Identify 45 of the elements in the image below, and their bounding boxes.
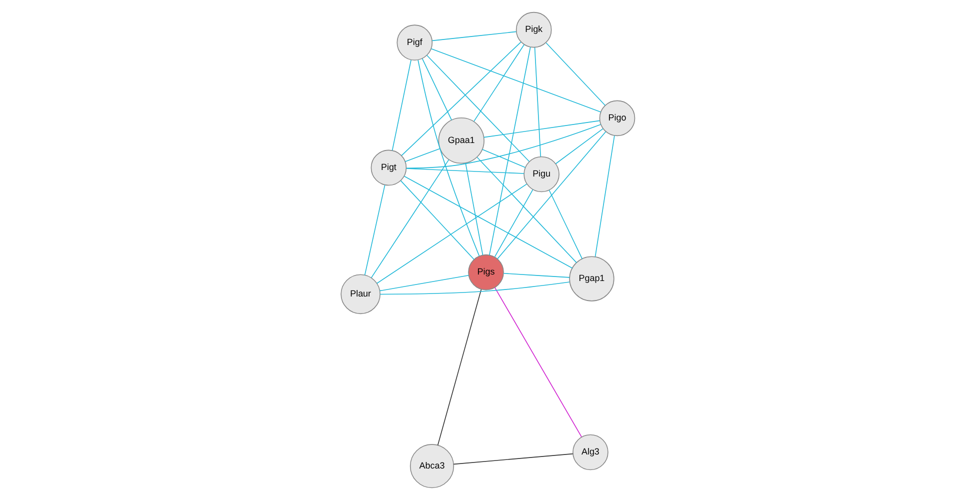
node-circle: Pigo — [598, 100, 635, 136]
connector — [464, 162, 483, 255]
connector — [431, 30, 516, 41]
node-circle: Abca3 — [409, 444, 454, 488]
connector — [376, 183, 527, 284]
node-circle: Pigk — [515, 11, 552, 48]
connector — [502, 272, 570, 278]
connector — [488, 46, 530, 255]
node-circle: Gpaa1 — [438, 116, 484, 164]
connector — [421, 58, 452, 120]
connector — [391, 59, 411, 150]
connector — [404, 148, 440, 162]
connector — [436, 288, 482, 446]
node-circle: Pigu — [523, 156, 559, 192]
connector — [545, 42, 606, 106]
connector — [370, 158, 449, 278]
connector — [548, 189, 582, 259]
connector — [494, 286, 582, 437]
connector — [403, 175, 572, 268]
connector — [554, 128, 603, 164]
connector — [482, 120, 600, 138]
connector — [496, 130, 606, 259]
node-circle: Pigf — [396, 24, 432, 60]
connector — [473, 44, 524, 122]
connector — [379, 281, 570, 294]
node-circle: Pigt — [370, 149, 406, 186]
node-circle: Pgap1 — [568, 256, 614, 301]
connector — [534, 46, 540, 157]
connector — [378, 274, 468, 291]
connector — [430, 48, 601, 112]
connector — [417, 59, 480, 256]
node-circle: Alg3 — [572, 434, 608, 470]
connector — [364, 184, 385, 276]
connector — [405, 168, 524, 174]
connector — [406, 124, 601, 168]
connector — [452, 452, 573, 464]
connector — [400, 41, 521, 156]
connector — [476, 156, 576, 263]
connector — [426, 54, 530, 162]
connector — [594, 134, 614, 257]
connector — [481, 148, 526, 168]
connector — [494, 188, 533, 257]
connector — [400, 180, 474, 260]
node-circle: Plaur — [340, 274, 380, 314]
node-circle: Pigs — [468, 254, 504, 290]
